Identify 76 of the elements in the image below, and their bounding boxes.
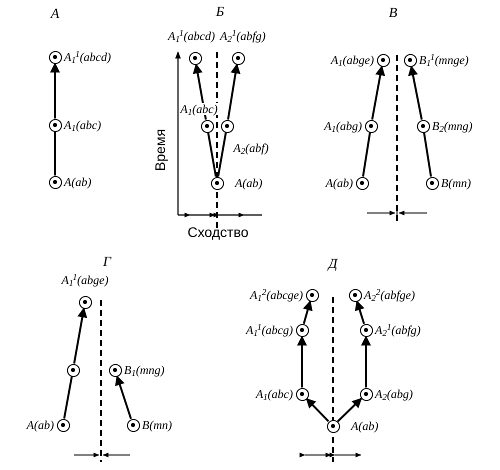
arrow (371, 65, 386, 120)
connector-line (217, 132, 227, 177)
node-label: B(mn) (142, 419, 172, 431)
panel-title: Б (216, 6, 224, 20)
node-label: A(ab) (64, 176, 92, 188)
node-label: A$_{1}$(abge) (330, 54, 374, 66)
point-marker (426, 176, 438, 190)
point-marker (108, 364, 122, 376)
node-label: A$_{1}$$^{1}$(abcd) (168, 30, 215, 42)
arrow (306, 398, 330, 422)
point-marker (360, 324, 372, 336)
node-label: A$_{1}$$^{1}$(abge) (62, 274, 108, 286)
arrow (354, 300, 365, 324)
node-label: A(ab) (26, 419, 54, 431)
arrow (73, 307, 88, 364)
connector-line (63, 376, 73, 419)
point-marker (356, 176, 368, 190)
point-marker (348, 288, 362, 302)
point-marker (56, 418, 70, 432)
point-marker (66, 364, 80, 376)
point-marker (78, 296, 92, 308)
node-label: A(ab) (351, 420, 378, 432)
node-label: A$_{2}$(abf) (233, 142, 269, 154)
node-label: A$_{1}$(abg) (324, 120, 362, 132)
point-marker (416, 120, 430, 132)
axis-label: Время (153, 128, 167, 172)
node-label: B$_{1}$$^{1}$(mnge) (419, 54, 469, 66)
node-label: B$_{1}$(mng) (124, 364, 165, 376)
point-marker (326, 420, 340, 432)
node-label: B$_{2}$(mng) (432, 120, 473, 132)
point-marker (188, 52, 202, 64)
node-label: A$_{2}$$^{2}$(abfge) (364, 289, 415, 301)
point-marker (376, 54, 390, 66)
arrow (336, 398, 362, 422)
point-marker (296, 324, 308, 336)
node-label: A(ab) (326, 177, 353, 189)
point-marker (360, 388, 372, 400)
panel-title: А (50, 8, 60, 22)
panel-title: Д (328, 258, 338, 272)
point-marker (296, 388, 308, 400)
point-marker (48, 50, 62, 64)
point-marker (220, 120, 234, 132)
axis-label: Сходство (187, 225, 249, 239)
node-label: A$_{1}$$^{1}$(abcd) (64, 51, 112, 63)
point-marker (306, 288, 318, 302)
point-marker (200, 120, 214, 132)
connector-line (207, 132, 217, 177)
panel-title: В (388, 7, 398, 21)
connector-line (423, 132, 432, 177)
node-label: A$_{2}$(abg) (375, 388, 413, 400)
point-marker (48, 176, 62, 188)
arrow (115, 375, 132, 420)
arrow (227, 63, 240, 120)
node-label: B(mn) (441, 177, 471, 189)
point-marker (126, 418, 140, 432)
arrow (302, 300, 313, 324)
node-label: A$_{1}$(abc) (64, 119, 102, 131)
panel-title: Г (103, 256, 111, 270)
connector-line (362, 132, 371, 177)
arrow (361, 336, 371, 388)
node-label: A$_{1}$$^{2}$(abcge) (250, 289, 303, 301)
node-label: A(ab) (235, 177, 262, 189)
node-label: A$_{2}$$^{1}$(abfg) (220, 30, 266, 42)
node-label: A$_{2}$$^{1}$(abfg) (375, 324, 421, 336)
point-marker (48, 118, 62, 132)
node-label: A$_{1}$(abc) (179, 103, 219, 115)
node-label: A$_{1}$$^{1}$(abcg) (246, 324, 293, 336)
point-marker (232, 52, 244, 64)
point-marker (364, 120, 378, 132)
arrow (408, 65, 423, 120)
point-marker (210, 176, 224, 190)
connector-line (54, 132, 56, 176)
node-label: A$_{1}$(abc) (256, 388, 293, 400)
arrow (297, 336, 307, 388)
arrow (50, 62, 60, 118)
point-marker (404, 54, 416, 66)
